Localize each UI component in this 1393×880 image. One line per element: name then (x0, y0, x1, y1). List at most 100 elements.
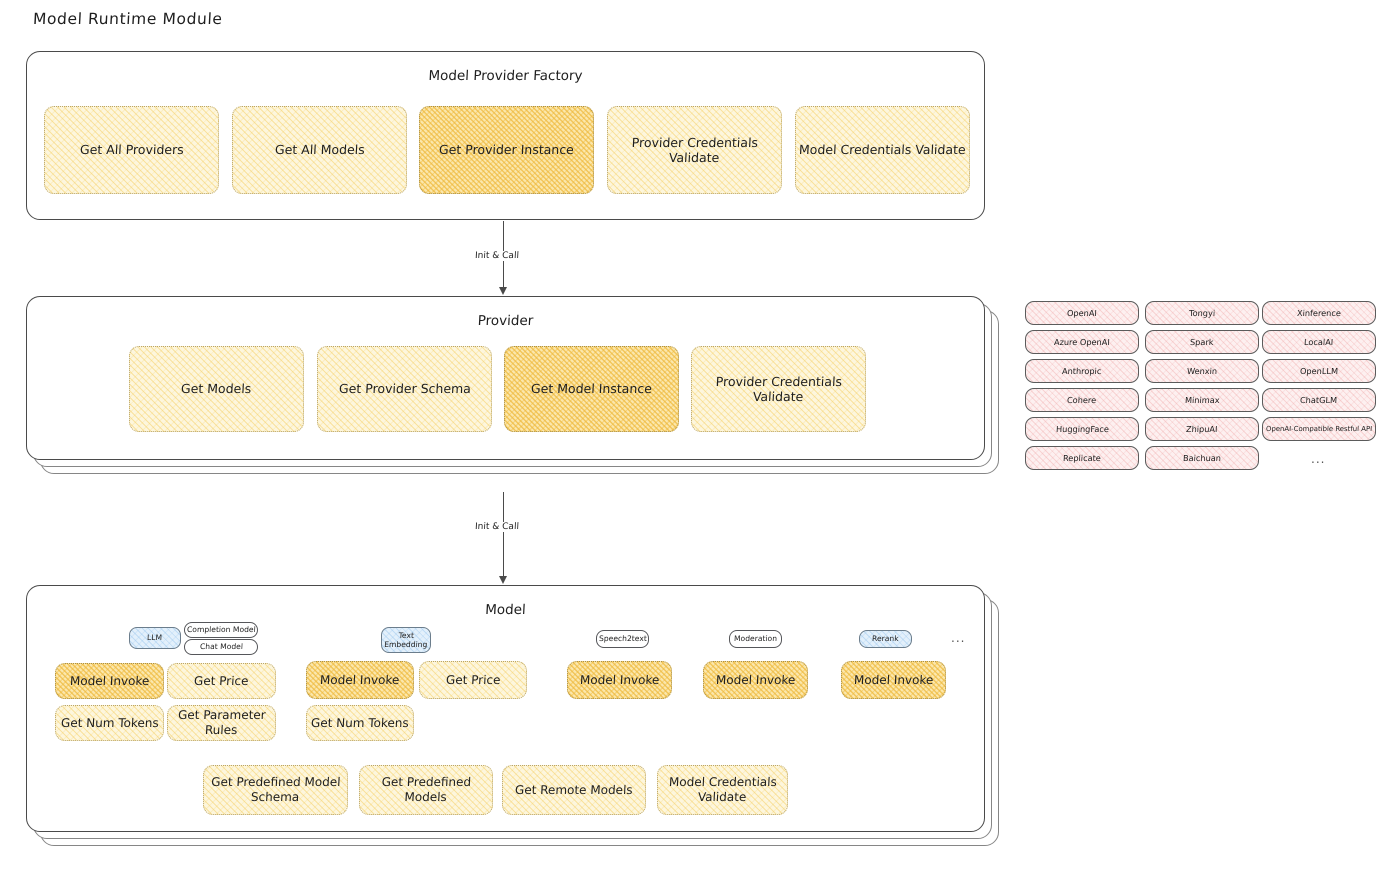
model-node-label: Get Num Tokens (310, 715, 410, 730)
provider-chip-huggingface[interactable]: HuggingFace (1025, 417, 1139, 441)
provider-chip-label: OpenLLM (1299, 366, 1339, 376)
factory-node-get-all-models[interactable]: Get All Models (232, 106, 407, 194)
model-type-chip-label: Moderation (733, 634, 778, 644)
connector-line (503, 492, 505, 576)
provider-chip-label: Minimax (1184, 395, 1220, 405)
model-node-label: Model Invoke (69, 673, 150, 688)
provider-chip-label: OpenAI-Compatible Restful API (1265, 425, 1373, 433)
provider-list-more-ellipsis: ... (1311, 452, 1326, 466)
provider-chip-azure-openai[interactable]: Azure OpenAI (1025, 330, 1139, 354)
model-node-llm-get-parameter-rules[interactable]: Get Parameter Rules (167, 705, 276, 741)
model-type-chip-label: Speech2text (598, 634, 647, 644)
model-node-label: Get Price (193, 673, 250, 688)
model-type-chip-label: Rerank (871, 634, 900, 644)
model-node-rerank-model-invoke[interactable]: Model Invoke (841, 661, 946, 699)
provider-chip-label: LocalAI (1304, 337, 1334, 347)
model-type-chip-rerank[interactable]: Rerank (859, 630, 912, 648)
model-type-chip-llm[interactable]: LLM (129, 627, 181, 649)
provider-chip-label: ChatGLM (1300, 395, 1338, 405)
model-node-get-predefined-model-schema[interactable]: Get Predefined Model Schema (203, 765, 348, 815)
provider-node-get-models[interactable]: Get Models (129, 346, 304, 432)
factory-node-label: Get All Models (274, 142, 365, 158)
provider-node-get-model-instance[interactable]: Get Model Instance (504, 346, 679, 432)
connector-provider-to-model (498, 492, 507, 584)
connector-arrowhead (498, 287, 507, 295)
model-node-llm-model-invoke[interactable]: Model Invoke (55, 663, 164, 699)
provider-node-provider-credentials-validate[interactable]: Provider Credentials Validate (691, 346, 866, 432)
factory-node-get-provider-instance[interactable]: Get Provider Instance (419, 106, 594, 194)
provider-chip-zhipuai[interactable]: ZhipuAI (1145, 417, 1259, 441)
model-node-speech2text-model-invoke[interactable]: Model Invoke (567, 661, 672, 699)
model-node-label: Get Price (445, 672, 501, 687)
provider-chip-label: HuggingFace (1055, 424, 1109, 434)
factory-node-get-all-providers[interactable]: Get All Providers (44, 106, 219, 194)
provider-chip-label: Spark (1189, 337, 1215, 347)
provider-chip-anthropic[interactable]: Anthropic (1025, 359, 1139, 383)
model-subchip-chat-model[interactable]: Chat Model (184, 639, 258, 655)
provider-chip-openllm[interactable]: OpenLLM (1262, 359, 1376, 383)
model-node-get-predefined-models[interactable]: Get Predefined Models (359, 765, 493, 815)
provider-chip-label: Azure OpenAI (1053, 337, 1111, 347)
model-title: Model (484, 602, 527, 618)
model-type-chip-text-embedding[interactable]: Text Embedding (381, 627, 431, 653)
provider-chip-minimax[interactable]: Minimax (1145, 388, 1259, 412)
model-node-label: Model Invoke (579, 672, 660, 687)
provider-chip-label: Baichuan (1182, 453, 1222, 463)
provider-node-label: Provider Credentials Validate (715, 373, 843, 404)
provider-chip-label: Wenxin (1186, 366, 1218, 376)
provider-node-get-provider-schema[interactable]: Get Provider Schema (317, 346, 492, 432)
provider-chip-tongyi[interactable]: Tongyi (1145, 301, 1259, 325)
factory-node-model-credentials-validate[interactable]: Model Credentials Validate (795, 106, 970, 194)
provider-node-label: Get Models (180, 381, 253, 397)
page-title: Model Runtime Module (32, 10, 223, 28)
provider-chip-label: ZhipuAI (1185, 424, 1218, 434)
model-node-label: Model Invoke (853, 672, 934, 687)
model-subchip-label: Completion Model (186, 625, 256, 635)
model-subchip-completion-model[interactable]: Completion Model (184, 622, 258, 638)
connector-arrowhead (498, 576, 507, 584)
provider-chip-label: Cohere (1067, 395, 1097, 405)
connector-1-label: Init & Call (471, 251, 523, 261)
model-node-get-remote-models[interactable]: Get Remote Models (502, 765, 646, 815)
provider-chip-localai[interactable]: LocalAI (1262, 330, 1376, 354)
model-type-chip-label: Text Embedding (383, 630, 428, 649)
factory-node-label: Provider Credentials Validate (631, 134, 759, 165)
model-type-chip-moderation[interactable]: Moderation (729, 630, 782, 648)
provider-chip-openai[interactable]: OpenAI (1025, 301, 1139, 325)
provider-chip-cohere[interactable]: Cohere (1025, 388, 1139, 412)
provider-chip-spark[interactable]: Spark (1145, 330, 1259, 354)
factory-title: Model Provider Factory (428, 68, 583, 84)
factory-node-label: Model Credentials Validate (798, 142, 967, 158)
provider-chip-label: Replicate (1062, 453, 1102, 463)
model-node-label: Model Invoke (715, 672, 796, 687)
provider-chip-chatglm[interactable]: ChatGLM (1262, 388, 1376, 412)
provider-chip-label: Anthropic (1062, 366, 1102, 376)
provider-chip-wenxin[interactable]: Wenxin (1145, 359, 1259, 383)
model-node-llm-get-num-tokens[interactable]: Get Num Tokens (55, 705, 164, 741)
model-node-label: Model Invoke (319, 672, 401, 687)
provider-chip-openai-compatible-restful-api[interactable]: OpenAI-Compatible Restful API (1262, 417, 1376, 441)
model-node-text-embedding-model-invoke[interactable]: Model Invoke (306, 661, 414, 699)
model-node-text-embedding-get-num-tokens[interactable]: Get Num Tokens (306, 705, 414, 741)
model-type-chip-label: LLM (147, 633, 163, 643)
model-node-label: Model Credentials Validate (668, 775, 778, 804)
provider-title: Provider (477, 313, 534, 329)
factory-node-label: Get All Providers (79, 142, 184, 158)
provider-node-label: Get Provider Schema (338, 381, 471, 397)
model-type-chip-speech2text[interactable]: Speech2text (596, 630, 649, 648)
provider-chip-replicate[interactable]: Replicate (1025, 446, 1139, 470)
model-node-moderation-model-invoke[interactable]: Model Invoke (703, 661, 808, 699)
model-groups-more-ellipsis: ... (951, 631, 966, 645)
model-node-model-credentials-validate[interactable]: Model Credentials Validate (657, 765, 788, 815)
connector-2-label: Init & Call (471, 522, 523, 532)
model-subchip-label: Chat Model (199, 642, 243, 652)
model-node-label: Get Remote Models (514, 782, 634, 797)
provider-chip-label: OpenAI (1066, 308, 1098, 318)
model-node-label: Get Parameter Rules (177, 708, 267, 737)
model-node-text-embedding-get-price[interactable]: Get Price (419, 661, 527, 699)
model-node-llm-get-price[interactable]: Get Price (167, 663, 276, 699)
factory-node-provider-credentials-validate[interactable]: Provider Credentials Validate (607, 106, 782, 194)
provider-chip-xinference[interactable]: Xinference (1262, 301, 1376, 325)
provider-chip-baichuan[interactable]: Baichuan (1145, 446, 1259, 470)
